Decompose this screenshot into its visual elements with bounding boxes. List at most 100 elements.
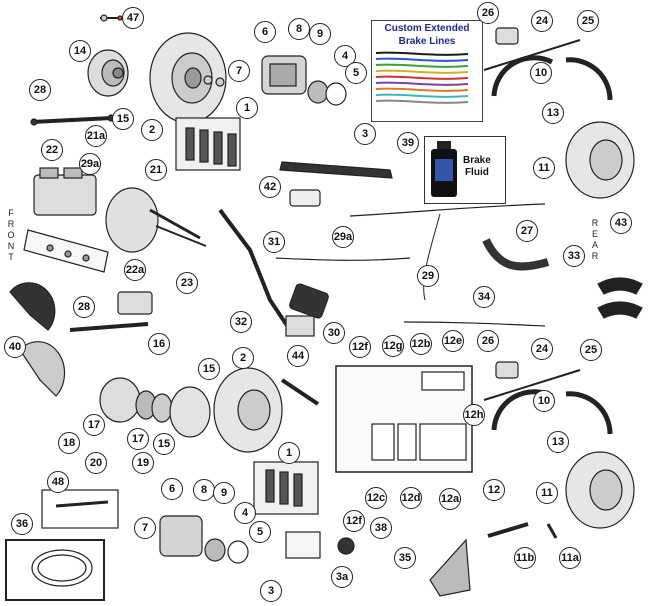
brake-rotor-icon [149,32,227,124]
brake-drum-icon [565,121,635,199]
callout-27: 27 [516,220,538,242]
callout-14: 14 [69,40,91,62]
callout-48: 48 [47,471,69,493]
callout-10: 10 [530,62,552,84]
brake-line-strand [375,81,469,86]
master-cylinder-rebuild-kit-icon [23,229,109,273]
callout-31: 31 [263,231,285,253]
callout-24: 24 [531,10,553,32]
callout-4-lower: 4 [234,502,256,524]
brake-drum-icon [565,451,635,529]
brake-line-strand [375,57,469,62]
callout-1: 1 [236,97,258,119]
brake-rotor-icon [213,367,283,453]
callout-12b: 12b [410,333,432,355]
callout-22: 22 [41,139,63,161]
brake-fluid-box: Brake Fluid [424,136,506,204]
brake-hose-icon [482,238,550,271]
callout-17b: 17 [127,428,149,450]
shim-kit-box [41,489,119,529]
callout-7-lower: 7 [134,517,156,539]
callout-11: 11 [533,157,555,179]
callout-13: 13 [542,102,564,124]
master-cylinder-icon [33,167,97,216]
callout-39: 39 [397,132,419,154]
callout-28-lower: 28 [73,296,95,318]
wheel-cylinder-icon [483,361,581,401]
callout-12f-lower: 12f [343,510,365,532]
wheel-cylinder-icon [483,27,581,71]
callout-28: 28 [29,79,51,101]
callout-3a: 3a [331,566,353,588]
brake-fluid-bottle-icon [431,141,457,197]
callout-12d: 12d [400,487,422,509]
callout-12g: 12g [382,335,404,357]
colored-brake-lines-icon [375,51,469,104]
brake-line-strand [375,87,469,92]
callout-11-lower: 11 [536,482,558,504]
callout-33: 33 [563,245,585,267]
callout-11b: 11b [514,547,536,569]
reservoir-icon [289,189,321,207]
callout-2-lower: 2 [232,347,254,369]
callout-47: 47 [122,7,144,29]
callout-7: 7 [228,60,250,82]
brake-line-strand [375,99,469,104]
callout-22a: 22a [124,259,146,281]
brake-pad-set-icon [597,277,643,319]
callout-25-lower: 25 [580,339,602,361]
callout-40: 40 [4,336,26,358]
brake-lines-title-line2: Brake Lines [398,36,456,47]
brake-booster-icon [105,187,207,253]
brake-bracket-icon [429,538,471,597]
callout-6: 6 [254,21,276,43]
callout-36: 36 [11,513,33,535]
callout-12h: 12h [463,404,485,426]
brake-line-strand [375,63,469,68]
callout-6-lower: 6 [161,478,183,500]
callout-35: 35 [394,547,416,569]
brake-fluid-label-line2: Fluid [464,167,489,178]
callout-16: 16 [148,333,170,355]
adjuster-rod-icon [69,322,149,332]
callout-18: 18 [58,432,80,454]
caliper-bolt-kit-icon [285,531,355,559]
wheel-stud-icon [546,523,558,539]
brake-line-strand [375,75,469,80]
callout-19: 19 [132,452,154,474]
callout-2: 2 [141,119,163,141]
callout-32: 32 [230,311,252,333]
callout-5-lower: 5 [249,521,271,543]
brake-pads-icon [253,461,319,515]
callout-17a: 17 [83,414,105,436]
adjusting-lever-icon [487,522,529,538]
callout-44: 44 [287,345,309,367]
washer-set-icon [203,75,225,87]
callout-25: 25 [577,10,599,32]
callout-12f: 12f [349,336,371,358]
callout-5: 5 [345,62,367,84]
callout-15c: 15 [153,433,175,455]
callout-24-lower: 24 [531,338,553,360]
callout-13-lower: 13 [547,431,569,453]
brake-pads-icon [175,117,241,171]
callout-20: 20 [85,452,107,474]
callout-43: 43 [610,212,632,234]
caliper-icon [159,515,249,564]
front-side-label: FRONT [7,208,15,262]
callout-30: 30 [323,322,345,344]
callout-29a-cable: 29a [332,226,354,248]
caliper-icon [261,55,307,95]
caliper-piston-icon [307,80,347,106]
hub-bearing-icon [87,49,129,97]
callout-38: 38 [370,517,392,539]
brake-line-strand [375,93,469,98]
callout-29a: 29a [79,153,101,175]
custom-brake-lines-box: Custom Extended Brake Lines [371,20,483,122]
callout-3-lower: 3 [260,580,282,602]
brake-line-strand [375,51,469,56]
callout-34: 34 [473,286,495,308]
parking-brake-cable-icon [275,203,546,327]
